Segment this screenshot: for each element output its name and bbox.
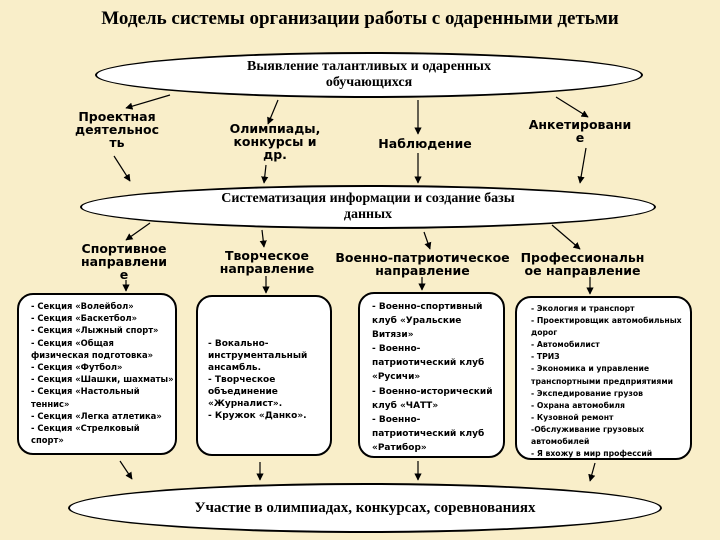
sport-item: - Секция «Шашки, шахматы» [31,374,174,385]
military-item: - Военно- [372,414,421,425]
direction-creative-line-1: Творческое [225,248,309,263]
arrow [113,155,131,182]
sport-item: - Секция «Легка атлетика» [31,410,162,421]
method-survey-line-1: Анкетировани [528,117,632,132]
systematization-line-2: данных [343,207,393,222]
direction-professional: Профессиональн ое направление [515,251,650,277]
creative-item: ансамбль. [208,363,262,373]
professional-item: - Я вхожу в мир профессий [531,449,653,459]
creative-item: - Кружок «Данко». [208,411,307,421]
sport-item: - Секция «Настольный [31,386,140,397]
sport-item: - Секция «Футбол» [31,362,123,373]
professional-item: - Экспедирование грузов [531,388,643,398]
professional-item: транспортными предприятиями [531,376,673,386]
sport-activities-box: - Секция «Волейбол» - Секция «Баскетбол»… [17,293,177,455]
direction-sport: Спортивное направлени е [70,242,178,281]
arrow [125,222,151,241]
professional-activities-box: - Экология и транспорт - Проектировщик а… [515,296,692,460]
creative-item: объединение [208,387,278,397]
sport-item: - Секция «Лыжный спорт» [31,325,159,336]
sport-item: - Секция «Баскетбол» [31,313,138,324]
direction-creative-line-2: направление [219,261,315,276]
military-item: «Ратибор» [372,442,427,453]
direction-military-line-2: направление [375,263,470,278]
military-item: патриотический клуб [372,428,485,439]
military-item: - Военно-спортивный [372,302,483,312]
method-observation-line-1: Наблюдение [378,136,472,151]
military-item: «Русичи» [372,372,421,383]
creative-item: «Журналист». [208,399,283,409]
arrow [125,94,171,110]
sport-item: физическая подготовка» [31,349,154,360]
identification-ellipse: Выявление талантливых и одаренных обучаю… [95,52,643,98]
method-survey: Анкетировани е [520,118,640,144]
professional-item: - Проектировщик автомобильных [531,316,682,326]
military-item: клуб «ЧАТТ» [372,400,439,411]
arrow [555,96,589,118]
direction-sport-line-1: Спортивное [81,241,167,256]
professional-item: - Кузовной ремонт [531,412,614,422]
professional-item: дорог [531,328,558,338]
participation-text: Участие в олимпиадах, конкурсах, соревно… [194,499,536,516]
method-olympiads-line-2: конкурсы и [233,134,317,149]
professional-item: автомобилей [531,437,590,447]
professional-item: - ТРИЗ [531,352,560,362]
direction-creative: Творческое направление [212,249,322,275]
method-survey-line-2: е [575,130,585,145]
systematization-ellipse: Систематизация информации и создание баз… [80,185,656,229]
arrow [259,229,267,248]
sport-item: теннис» [31,398,70,409]
method-olympiads-line-1: Олимпиады, [229,121,321,136]
military-item: Витязи» [372,330,414,341]
sport-item: - Секция «Волейбол» [31,301,134,311]
creative-item: - Вокально- [208,339,269,349]
arrow [267,99,279,125]
military-item: - Военно- [372,344,421,355]
military-activities-box: - Военно-спортивный клуб «Уральские Витя… [358,292,505,458]
sport-item: спорт» [31,435,64,446]
page-title: Модель системы организации работы с одар… [101,8,619,29]
creative-activities-box: - Вокально- инструментальный ансамбль. -… [196,295,332,456]
participation-ellipse: Участие в олимпиадах, конкурсах, соревно… [68,483,662,533]
method-project-line-2: деятельнос [74,122,159,137]
arrow [423,231,432,250]
method-olympiads: Олимпиады, конкурсы и др. [220,122,330,161]
military-item: патриотический клуб [372,358,485,369]
direction-military: Военно-патриотическое направление [335,251,510,277]
direction-sport-line-3: е [119,267,129,282]
method-observation: Наблюдение [370,137,480,150]
method-project: Проектная деятельнос ть [62,110,172,149]
arrow [119,460,133,480]
professional-item: - Автомобилист [531,340,600,350]
professional-item: - Охрана автомобиля [531,400,625,410]
identification-line-1: Выявление талантливых и одаренных [247,59,491,74]
arrow [261,164,269,184]
arrow [551,224,581,250]
direction-military-line-1: Военно-патриотическое [335,250,510,265]
military-item: клуб «Уральские [372,316,462,327]
professional-item: -Обслуживание грузовых [531,424,645,434]
method-project-line-3: ть [109,135,125,150]
direction-professional-line-1: Профессиональн [520,250,645,265]
identification-line-2: обучающихся [325,75,413,90]
systematization-line-1: Систематизация информации и создание баз… [221,191,515,206]
direction-sport-line-2: направлени [80,254,168,269]
creative-item: инструментальный [208,351,308,361]
sport-item: - Секция «Стрелковый [31,423,140,434]
arrow [588,462,596,482]
creative-item: - Творческое [208,375,276,385]
professional-item: - Экономика и управление [531,364,650,374]
method-project-line-1: Проектная [78,109,156,124]
professional-item: - Экология и транспорт [531,304,635,313]
direction-professional-line-2: ое направление [524,263,641,278]
sport-item: - Секция «Общая [31,337,114,348]
arrow [577,147,587,184]
military-item: - Военно-исторический [372,386,493,397]
method-olympiads-line-3: др. [263,147,287,162]
